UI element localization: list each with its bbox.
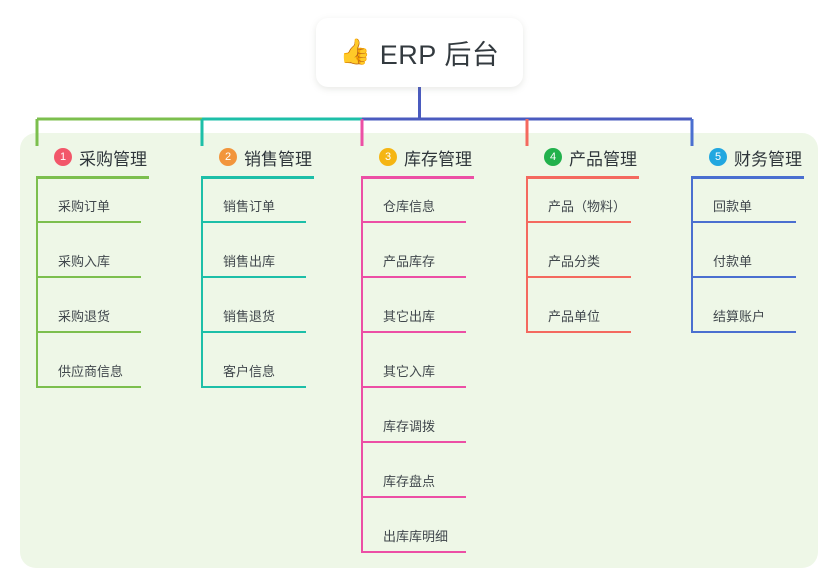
leaf-node[interactable]: 仓库信息 [361,187,466,223]
leaf-label: 产品单位 [548,309,601,324]
branch-header-3[interactable]: 3 库存管理 [361,143,472,171]
branch-5: 5 财务管理回款单付款单结算账户 [691,143,804,333]
branch-underline [526,176,639,179]
branch-number-badge: 1 [54,148,72,166]
leaf-underline [36,221,141,223]
root-node[interactable]: 👍 ERP 后台 [316,18,523,87]
leaf-node[interactable]: 产品单位 [526,297,631,333]
leaf-label: 结算账户 [713,309,766,324]
branch-number-badge: 5 [709,148,727,166]
leaf-label: 仓库信息 [383,199,436,214]
leaf-underline [361,441,466,443]
branch-underline [361,176,474,179]
leaf-underline [201,276,306,278]
leaf-underline [691,221,796,223]
leaf-label: 采购退货 [58,309,111,324]
leaf-node[interactable]: 出库库明细 [361,517,466,553]
branch-header-4[interactable]: 4 产品管理 [526,143,637,171]
root-node-label: ERP 后台 [379,40,500,70]
leaf-underline [201,331,306,333]
branch-title: 销售管理 [244,149,312,169]
leaf-label: 销售退货 [223,309,276,324]
leaf-label: 供应商信息 [58,364,124,379]
leaf-node[interactable]: 采购退货 [36,297,141,333]
leaf-node[interactable]: 回款单 [691,187,796,223]
leaf-label: 产品分类 [548,254,601,269]
leaf-label: 采购订单 [58,199,111,214]
leaf-underline [201,386,306,388]
leaf-label: 出库库明细 [383,529,449,544]
leaf-underline [36,331,141,333]
branch-3: 3 库存管理仓库信息产品库存其它出库其它入库库存调拨库存盘点出库库明细 [361,143,474,553]
leaf-underline [361,496,466,498]
leaf-underline [36,386,141,388]
leaf-node[interactable]: 销售退货 [201,297,306,333]
branch-number-badge: 3 [379,148,397,166]
branch-2: 2 销售管理销售订单销售出库销售退货客户信息 [201,143,314,388]
leaf-underline [691,276,796,278]
branch-underline [201,176,314,179]
leaf-node[interactable]: 产品库存 [361,242,466,278]
leaf-node[interactable]: 其它入库 [361,352,466,388]
leaf-underline [36,276,141,278]
leaf-underline [201,221,306,223]
branch-title: 采购管理 [79,149,147,169]
branch-spine [526,179,528,333]
leaf-node[interactable]: 其它出库 [361,297,466,333]
leaf-underline [361,276,466,278]
leaf-underline [361,551,466,553]
leaf-label: 回款单 [713,199,753,214]
leaf-node[interactable]: 客户信息 [201,352,306,388]
branch-title: 库存管理 [404,149,472,169]
branch-underline [36,176,149,179]
leaf-node[interactable]: 产品分类 [526,242,631,278]
branch-4: 4 产品管理产品（物料） 产品分类产品单位 [526,143,639,333]
leaf-node[interactable]: 采购订单 [36,187,141,223]
branch-number-badge: 2 [219,148,237,166]
leaf-node[interactable]: 库存盘点 [361,462,466,498]
leaf-underline [526,331,631,333]
branch-1: 1 采购管理采购订单采购入库采购退货供应商信息 [36,143,149,388]
leaf-label: 库存盘点 [383,474,436,489]
leaf-label: 其它入库 [383,364,436,379]
branch-title: 财务管理 [734,149,802,169]
branch-spine [36,179,38,388]
leaf-node[interactable]: 供应商信息 [36,352,141,388]
leaf-label: 产品库存 [383,254,436,269]
leaf-node[interactable]: 采购入库 [36,242,141,278]
branch-spine [201,179,203,388]
leaf-label: 其它出库 [383,309,436,324]
leaf-underline [361,221,466,223]
leaf-label: 库存调拨 [383,419,436,434]
leaf-node[interactable]: 付款单 [691,242,796,278]
leaf-node[interactable]: 产品（物料） [526,187,631,223]
leaf-label: 销售出库 [223,254,276,269]
branch-number-badge: 4 [544,148,562,166]
leaf-underline [361,331,466,333]
diagram-panel [20,133,818,568]
leaf-node[interactable]: 库存调拨 [361,407,466,443]
branch-spine [691,179,693,333]
branch-header-2[interactable]: 2 销售管理 [201,143,312,171]
leaf-label: 付款单 [713,254,753,269]
leaf-node[interactable]: 销售出库 [201,242,306,278]
thumbs-up-emoji: 👍 [339,38,371,66]
branch-header-5[interactable]: 5 财务管理 [691,143,802,171]
leaf-node[interactable]: 销售订单 [201,187,306,223]
leaf-label: 销售订单 [223,199,276,214]
leaf-underline [691,331,796,333]
leaf-label: 产品（物料） [548,199,627,214]
leaf-label: 客户信息 [223,364,276,379]
leaf-node[interactable]: 结算账户 [691,297,796,333]
branch-header-1[interactable]: 1 采购管理 [36,143,147,171]
branch-title: 产品管理 [569,149,637,169]
leaf-underline [526,221,631,223]
leaf-underline [526,276,631,278]
leaf-underline [361,386,466,388]
branch-underline [691,176,804,179]
branch-spine [361,179,363,553]
leaf-label: 采购入库 [58,254,111,269]
